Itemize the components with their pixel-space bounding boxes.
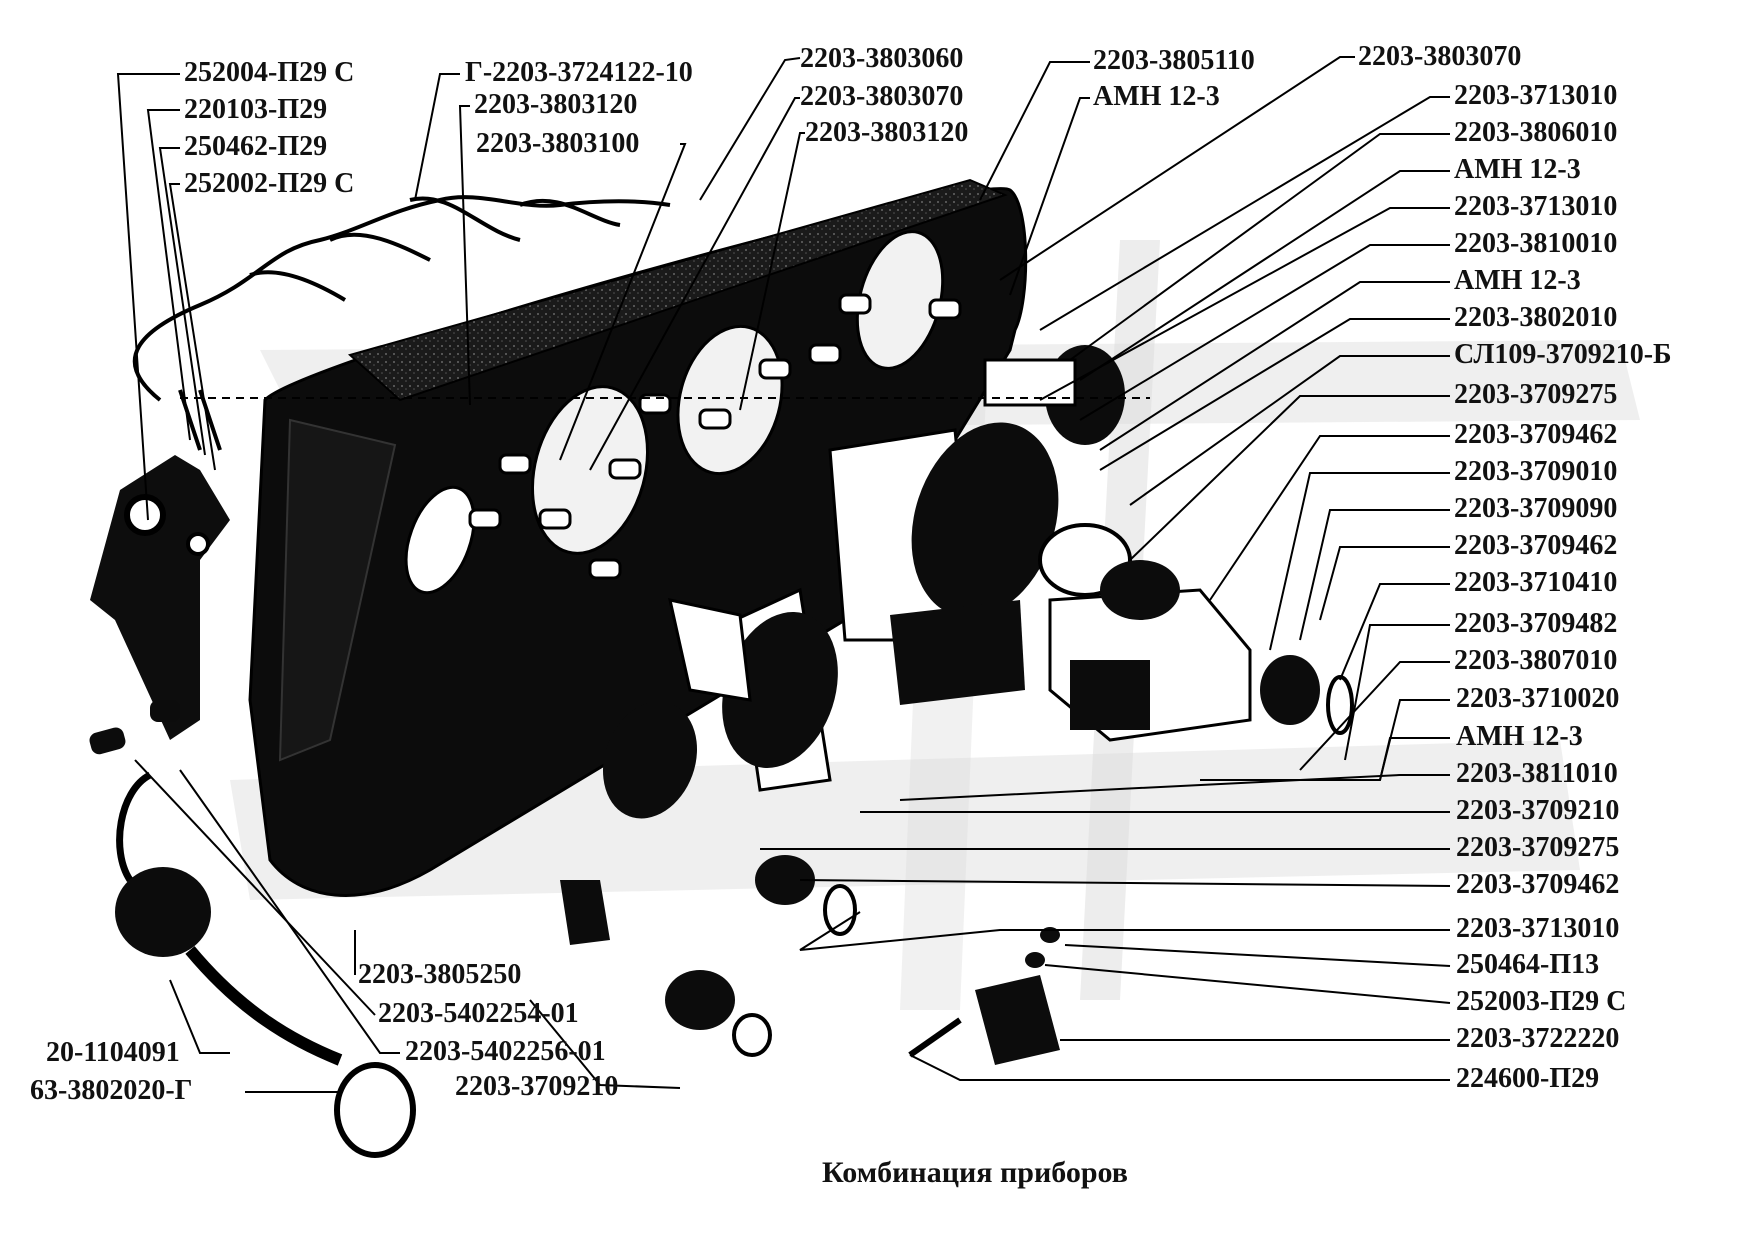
part-label: 2203-3713010 [1454,191,1618,222]
part-label: 2203-3810010 [1454,228,1618,259]
part-label: 252004-П29 С [184,57,355,88]
part-label: Г-2203-3724122-10 [465,57,693,88]
part-label: 2203-3803070 [1358,41,1522,72]
part-label: 2203-3803060 [800,43,964,74]
left-mounting-bracket [90,455,230,740]
part-label: 2203-3807010 [1454,645,1618,676]
part-label: 2203-3709462 [1456,869,1620,900]
loose-parts [560,855,1060,1065]
switch-block [1048,560,1354,742]
diagram-caption: Комбинация приборов [822,1156,1128,1189]
part-label: 250462-П29 [184,131,328,162]
large-gauges [602,345,1132,819]
part-label: 2203-3709482 [1454,608,1618,639]
part-label: 63-3802020-Г [30,1075,193,1106]
part-label: 2203-3802010 [1454,302,1618,333]
part-label: 2203-3806010 [1454,117,1618,148]
part-label: 2203-3713010 [1456,913,1620,944]
lamp-sockets [468,293,962,580]
part-label: 2203-3709210 [1456,795,1620,826]
part-label: 250464-П13 [1456,949,1600,980]
part-label: 2203-3803120 [474,89,638,120]
part-label: 2203-3709010 [1454,456,1618,487]
part-label: 2203-3709210 [455,1071,619,1102]
part-label: СЛ109-3709210-Б [1454,339,1672,370]
part-label: 2203-3722220 [1456,1023,1620,1054]
part-label: 2203-3805250 [358,959,522,990]
dashboard-housing [248,178,1028,897]
part-label: 2203-3710020 [1456,683,1620,714]
part-label: 220103-П29 [184,94,328,125]
part-label: 20-1104091 [46,1037,180,1068]
part-label: 2203-5402256-01 [405,1036,606,1067]
part-label: АМН 12-3 [1093,81,1220,112]
part-label: АМН 12-3 [1454,154,1581,185]
leader-lines [116,56,1451,1093]
part-label: 2203-3709090 [1454,493,1618,524]
part-label: 2203-3811010 [1456,758,1618,789]
part-label: 2203-3713010 [1454,80,1618,111]
part-label: 2203-3709275 [1456,832,1620,863]
part-label: 2203-5402254-01 [378,998,579,1029]
part-label: 252002-П29 С [184,168,355,199]
speedometer-cable [89,700,416,1158]
part-label: 2203-3710410 [1454,567,1618,598]
part-label: 2203-3709462 [1454,530,1618,561]
part-label: 2203-3803070 [800,81,964,112]
part-label: 2203-3805110 [1093,45,1255,76]
part-label: АМН 12-3 [1454,265,1581,296]
bracket-hole-icon [124,494,166,536]
part-label: 2203-3803120 [805,117,969,148]
part-label: 2203-3709275 [1454,379,1618,410]
part-label: 2203-3709462 [1454,419,1618,450]
part-label: 224600-П29 [1456,1063,1600,1094]
part-label: 252003-П29 С [1456,986,1627,1017]
part-label: 2203-3803100 [476,128,640,159]
part-label: АМН 12-3 [1456,721,1583,752]
